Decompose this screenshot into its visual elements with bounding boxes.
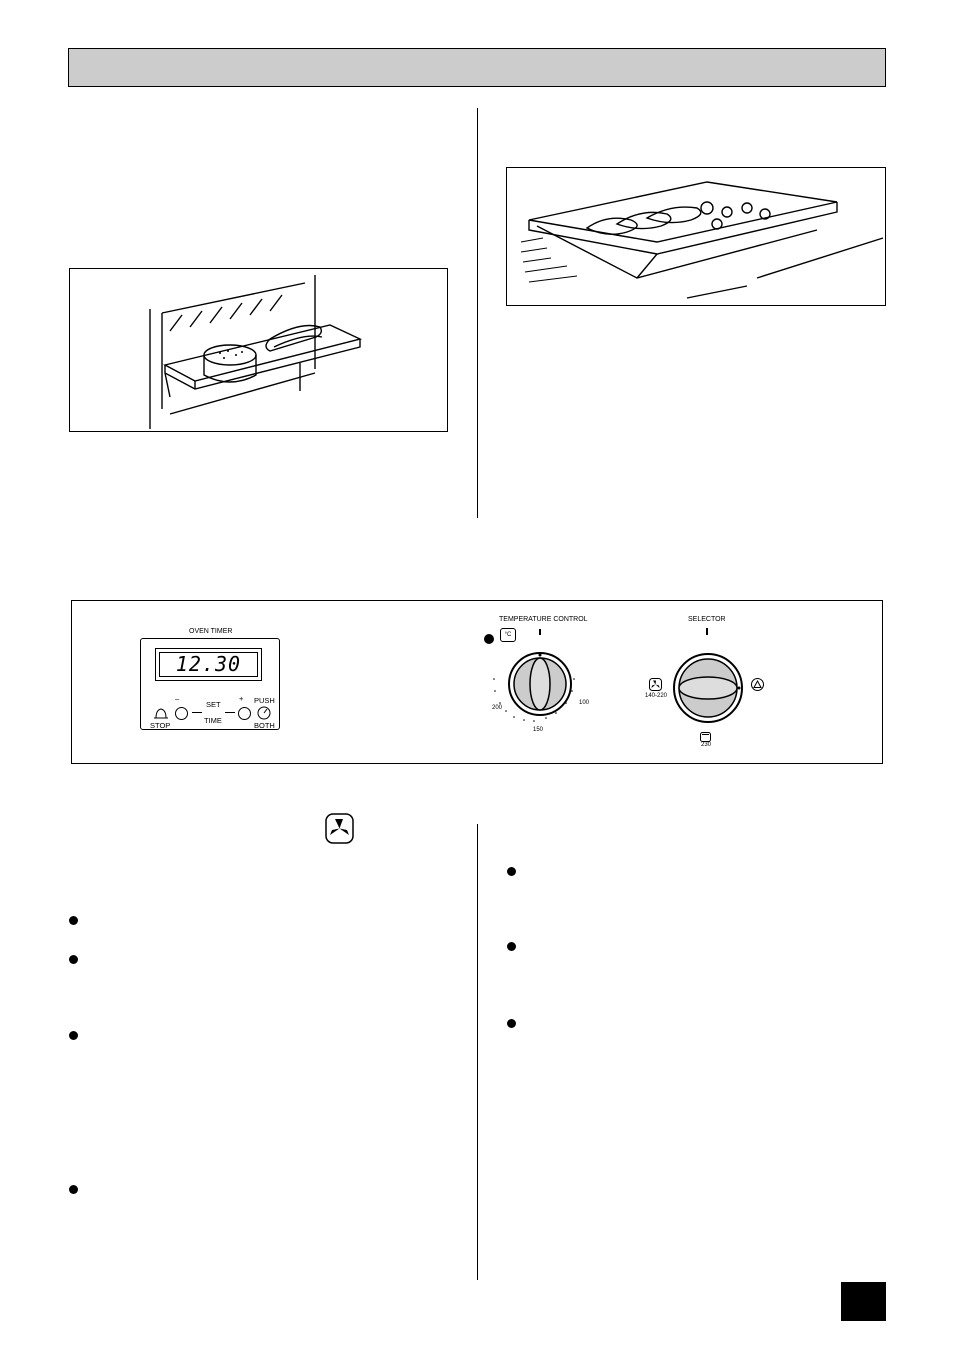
conventional-oven-icon xyxy=(700,729,711,742)
bullet-right-2 xyxy=(507,942,516,951)
temperature-tick-200: 200 xyxy=(492,705,503,711)
timer-display: 12.30 xyxy=(159,652,258,677)
celsius-badge: °C xyxy=(500,628,516,642)
selector-marker xyxy=(706,628,708,635)
temperature-knob[interactable] xyxy=(508,652,572,716)
temperature-control-title: TEMPERATURE CONTROL xyxy=(499,616,588,623)
column-divider-bottom xyxy=(477,824,478,1280)
timer-display-frame: 12.30 xyxy=(155,648,262,681)
minus-button[interactable] xyxy=(175,707,188,720)
page-number-tab xyxy=(841,1282,886,1321)
fan-oven-icon xyxy=(649,678,662,691)
grill-pan-illustration xyxy=(506,167,886,306)
fan-range-label: 140-220 xyxy=(645,693,668,699)
plus-label: + xyxy=(239,694,244,703)
bullet-left-4 xyxy=(69,1185,78,1194)
push-label: PUSH xyxy=(254,696,275,705)
bullet-left-3 xyxy=(69,1031,78,1040)
set-label: SET xyxy=(206,700,221,709)
selector-title: SELECTOR xyxy=(688,616,726,623)
shelf-illustration xyxy=(69,268,448,432)
both-label: BOTH xyxy=(254,721,275,730)
bullet-right-1 xyxy=(507,867,516,876)
set-line-left xyxy=(192,712,202,713)
temperature-tick-150: 150 xyxy=(533,727,544,733)
oven-timer: 12.30 – SET + PUSH TIME STOP BOTH xyxy=(140,638,280,730)
temperature-tick-100: 100 xyxy=(579,700,590,706)
oven-indicator-light xyxy=(484,634,494,644)
bullet-left-1 xyxy=(69,916,78,925)
stop-label: STOP xyxy=(150,721,171,730)
bullet-right-3 xyxy=(507,1019,516,1028)
column-divider-top xyxy=(477,108,478,518)
oven-timer-title: OVEN TIMER xyxy=(189,628,233,635)
temperature-scale-dots xyxy=(493,678,575,722)
header-bar xyxy=(68,48,886,87)
plus-button[interactable] xyxy=(238,707,251,720)
shelf-drawing xyxy=(149,275,363,429)
time-label: TIME xyxy=(204,716,222,725)
minus-label: – xyxy=(175,694,180,703)
bullet-left-2 xyxy=(69,955,78,964)
grill-icon xyxy=(751,678,764,691)
selector-bottom-value: 230 xyxy=(701,742,712,748)
temperature-marker xyxy=(539,629,541,635)
set-line-right xyxy=(225,712,235,713)
control-panel: OVEN TIMER 12.30 – SET + PUSH TIME STOP … xyxy=(71,600,883,764)
selector-knob[interactable] xyxy=(673,653,743,723)
fan-oven-section-icon xyxy=(325,813,354,844)
clock-icon[interactable] xyxy=(257,706,271,720)
grill-pan-drawing xyxy=(520,181,884,299)
bell-icon xyxy=(153,707,169,721)
